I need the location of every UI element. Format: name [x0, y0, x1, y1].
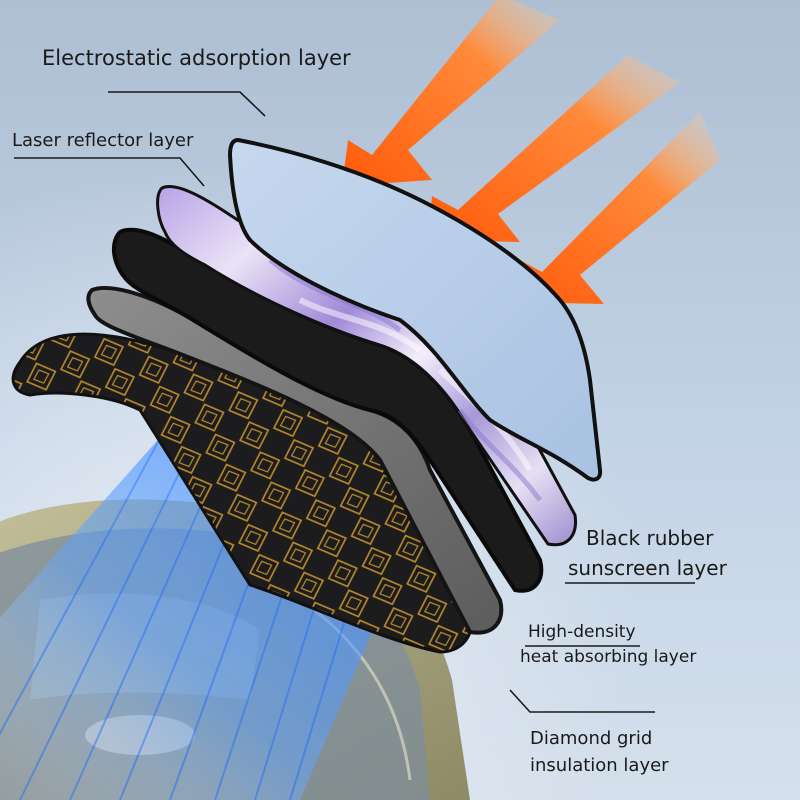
- label-line-1: Diamond grid: [530, 728, 653, 749]
- leader-line-electrostatic: [108, 91, 266, 117]
- heat-arrow-icon: [428, 55, 680, 242]
- label-line-2: sunscreen layer: [568, 556, 727, 580]
- leader-lines: [14, 91, 695, 713]
- heat-arrow-icon: [342, 0, 560, 186]
- label-laser-reflector-layer: Laser reflector layer: [12, 128, 193, 154]
- label-black-rubber-sunscreen-layer: Black rubber sunscreen layer: [568, 523, 727, 583]
- heat-arrow-icon: [512, 112, 720, 304]
- label-text: Laser reflector layer: [12, 130, 194, 151]
- label-text: Electrostatic adsorption layer: [42, 46, 351, 70]
- label-high-density-heat-absorbing-layer: High-density heat absorbing layer: [520, 620, 696, 670]
- electrostatic-adsorption-layer: [227, 137, 603, 482]
- label-line-1: High-density: [528, 622, 636, 642]
- label-electrostatic-adsorption-layer: Electrostatic adsorption layer: [42, 45, 351, 71]
- leader-line-laser: [14, 157, 205, 187]
- label-line-2: heat absorbing layer: [520, 647, 697, 667]
- leader-line-diamond: [509, 689, 655, 713]
- label-line-2: insulation layer: [530, 755, 669, 776]
- label-line-1: Black rubber: [586, 526, 714, 550]
- label-diamond-grid-insulation-layer: Diamond grid insulation layer: [530, 725, 669, 779]
